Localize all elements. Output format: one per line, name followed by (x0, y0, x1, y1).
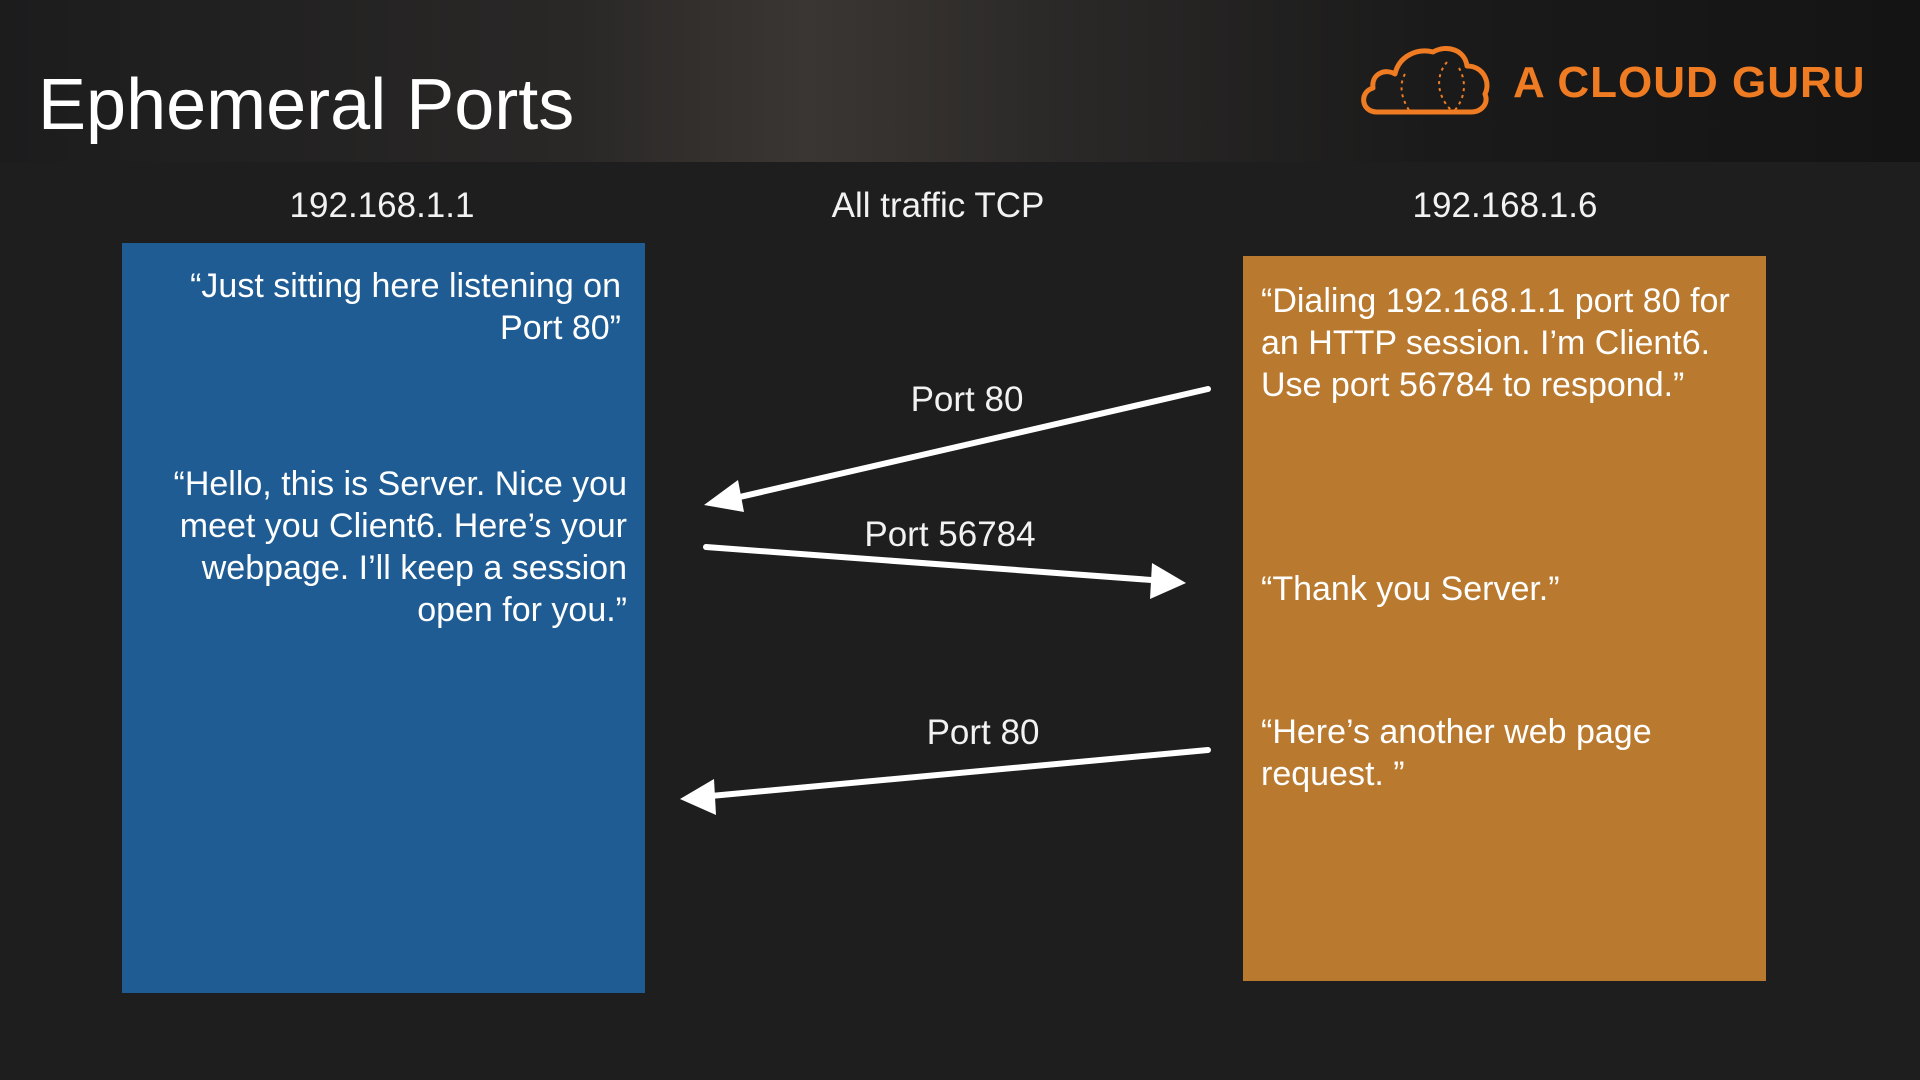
cloud-icon (1361, 46, 1490, 115)
server-panel: “Just sitting here listening on Port 80”… (122, 243, 645, 993)
server-message-listening: “Just sitting here listening on Port 80” (190, 267, 621, 347)
traffic-type-label: All traffic TCP (831, 186, 1045, 225)
flow-label-port80-first: Port 80 (910, 380, 1024, 419)
client-message-dial: “Dialing 192.168.1.1 port 80 for an HTTP… (1261, 282, 1730, 404)
slide-title: Ephemeral Ports (38, 65, 575, 145)
server-message-response: “Hello, this is Server. Nice you meet yo… (173, 465, 628, 629)
client-message-request: “Here’s another web page request. ” (1261, 713, 1652, 793)
logo-wordmark: A CLOUD GURU (1513, 58, 1866, 107)
flow-label-port56784: Port 56784 (864, 515, 1036, 554)
header-banner (0, 0, 1920, 162)
arrow-port80-second (680, 747, 1211, 815)
client-host-label: 192.168.1.6 (1412, 186, 1598, 225)
client-panel: “Dialing 192.168.1.1 port 80 for an HTTP… (1243, 256, 1766, 981)
server-host-label: 192.168.1.1 (289, 186, 475, 225)
flow-label-port80-second: Port 80 (926, 713, 1040, 752)
client-message-thanks: “Thank you Server.” (1261, 570, 1560, 608)
brand-logo: A CLOUD GURU (1355, 40, 1875, 120)
